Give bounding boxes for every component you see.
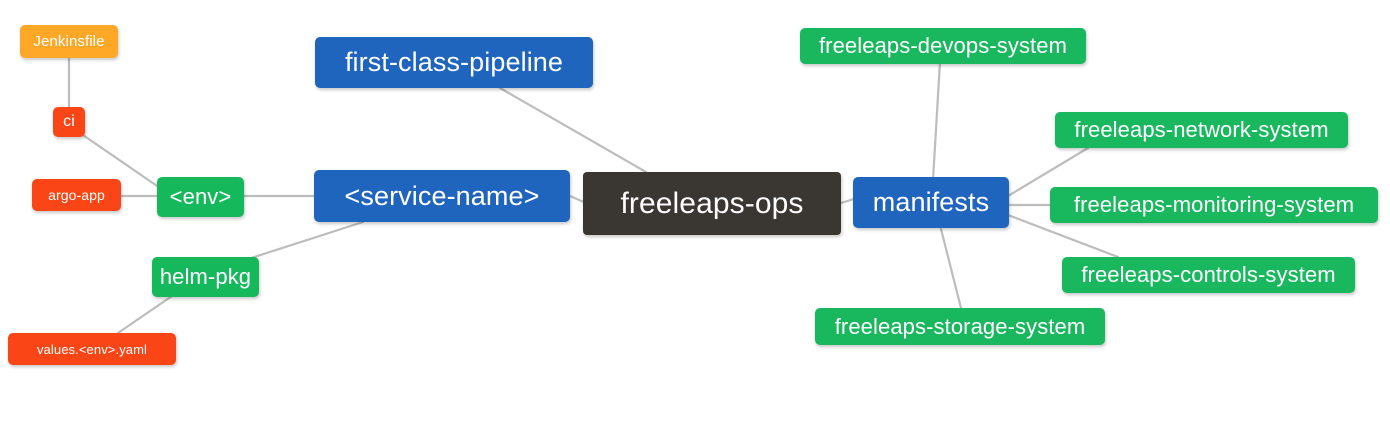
node-freeleaps-network-system[interactable]: freeleaps-network-system [1055, 112, 1348, 148]
edge-manifests-devops-system [931, 60, 942, 182]
node-label: <env> [169, 184, 232, 209]
node-jenkinsfile[interactable]: Jenkinsfile [20, 25, 118, 58]
node-label: ci [63, 113, 75, 130]
edge-helm-pkg-values-yaml [116, 294, 174, 335]
edge-manifests-storage-system [939, 227, 963, 310]
node-helm-pkg[interactable]: helm-pkg [152, 257, 259, 297]
edge-root-first-class-pipeline [498, 86, 648, 174]
node-manifests[interactable]: manifests [853, 177, 1009, 228]
node-first-class-pipeline[interactable]: first-class-pipeline [315, 37, 593, 88]
node-values-yaml[interactable]: values.<env>.yaml [8, 333, 176, 365]
node-freeleaps-monitoring-system[interactable]: freeleaps-monitoring-system [1050, 187, 1378, 223]
node-label: freeleaps-controls-system [1081, 262, 1336, 287]
node-label: Jenkinsfile [33, 33, 105, 50]
node-label: first-class-pipeline [344, 47, 564, 77]
node-label: values.<env>.yaml [36, 341, 148, 357]
node-label: helm-pkg [159, 264, 252, 289]
node-freeleaps-controls-system[interactable]: freeleaps-controls-system [1062, 257, 1355, 293]
node-label: manifests [872, 187, 990, 217]
node-freeleaps-ops[interactable]: freeleaps-ops [583, 172, 841, 235]
node-label: freeleaps-ops [620, 186, 804, 220]
node-ci[interactable]: ci [53, 107, 85, 137]
node-argo-app[interactable]: argo-app [32, 179, 121, 211]
node-label: freeleaps-storage-system [834, 313, 1086, 339]
node-service-name[interactable]: <service-name> [314, 170, 570, 222]
node-label: freeleaps-network-system [1074, 117, 1329, 142]
node-freeleaps-storage-system[interactable]: freeleaps-storage-system [815, 308, 1105, 345]
node-label: freeleaps-monitoring-system [1073, 192, 1355, 217]
node-label: <service-name> [344, 180, 540, 211]
edge-service-name-helm-pkg [243, 220, 365, 262]
node-label: argo-app [48, 187, 105, 203]
node-env[interactable]: <env> [157, 177, 244, 217]
node-label: freeleaps-devops-system [818, 33, 1068, 58]
node-freeleaps-devops-system[interactable]: freeleaps-devops-system [800, 28, 1086, 64]
